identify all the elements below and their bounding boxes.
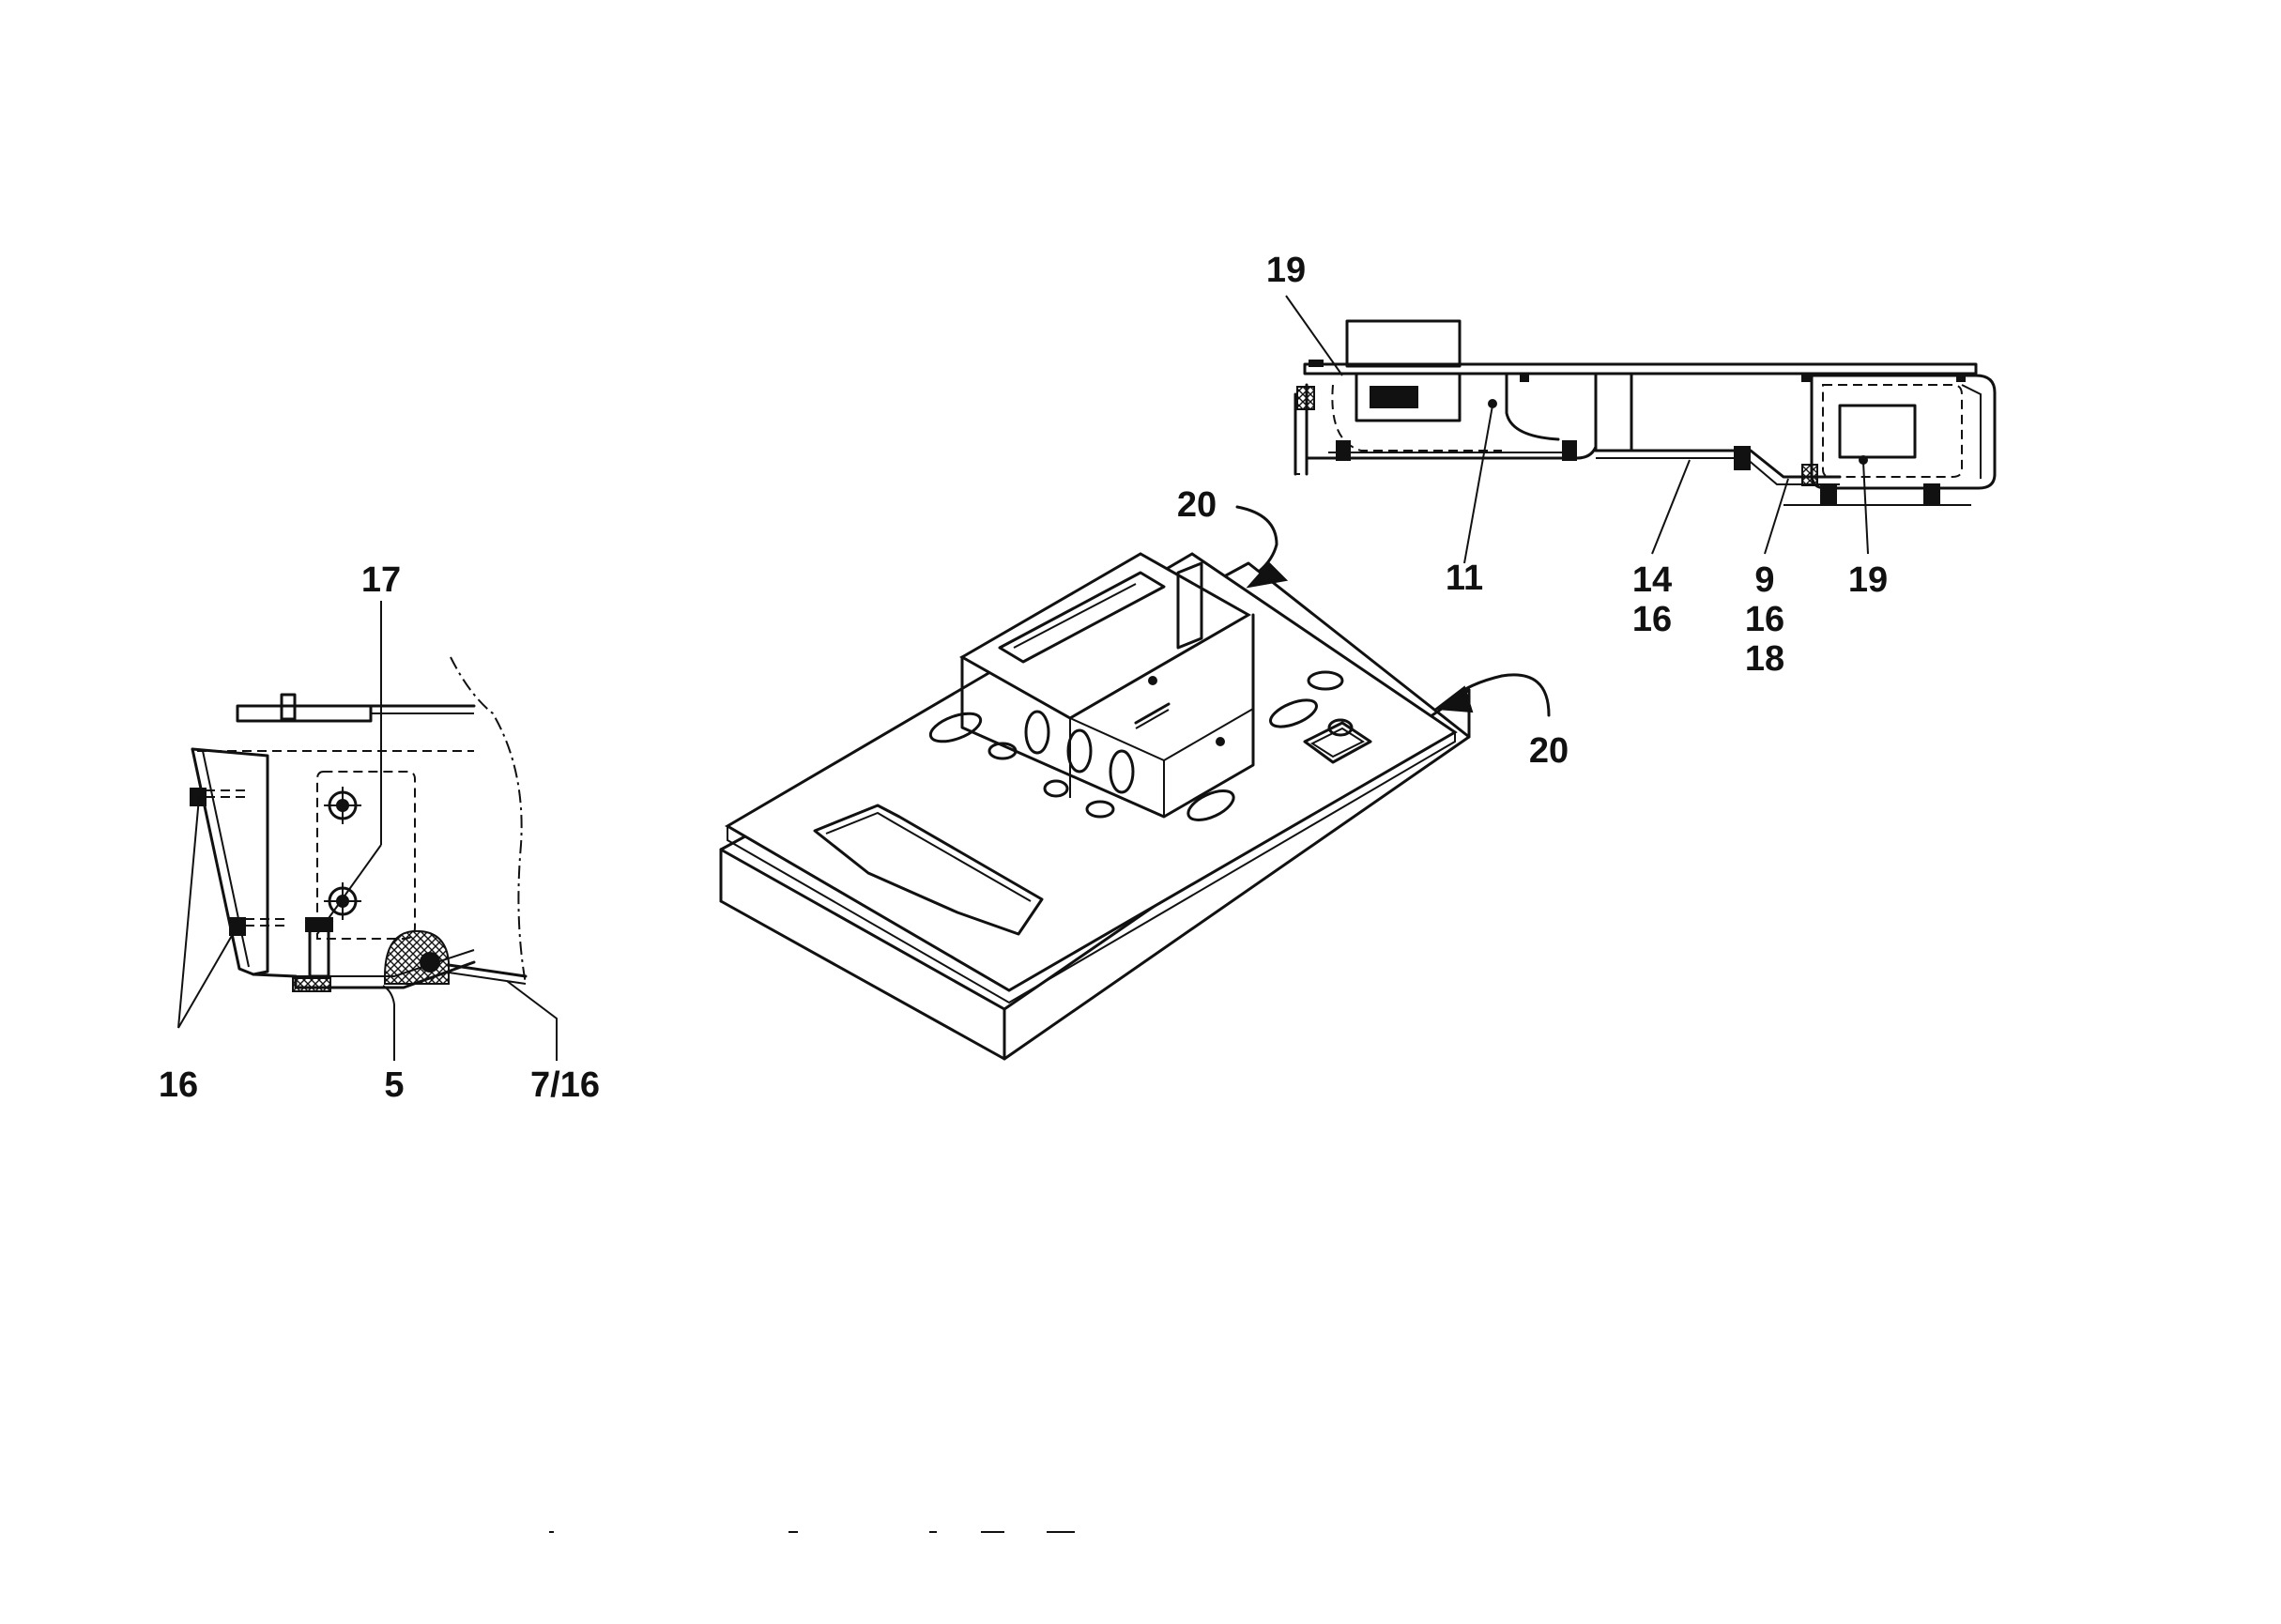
callout-20-top: 20 [1177, 485, 1217, 525]
detail-top-right-section [1285, 295, 1997, 564]
raised-housing [958, 552, 1255, 819]
callout-19-right: 19 [1848, 560, 1888, 600]
callout-18: 18 [1745, 639, 1784, 679]
seal-profile [384, 929, 450, 985]
callout-19-top: 19 [1266, 251, 1306, 290]
callout-16-right: 16 [1745, 600, 1784, 639]
nut-upper [324, 787, 361, 824]
callout-11: 11 [1446, 559, 1483, 598]
callout-16-mid: 16 [1632, 600, 1672, 639]
duct-box-right [1783, 374, 1997, 506]
nut-lower [324, 882, 361, 920]
arrow-rotate-top [1235, 505, 1278, 573]
detail-left-section [177, 601, 558, 1061]
callout-17: 17 [361, 560, 401, 600]
wall-bolt-lower [229, 917, 286, 936]
callout-14: 14 [1632, 560, 1672, 600]
callout-16-left: 16 [159, 1065, 198, 1105]
callout-7-16: 7/16 [530, 1065, 600, 1105]
wall-bolt-upper [190, 788, 246, 806]
callout-20-right: 20 [1529, 731, 1569, 771]
callout-9: 9 [1754, 560, 1774, 600]
isometric-base-plate [719, 552, 1471, 1061]
callout-5: 5 [384, 1065, 404, 1105]
